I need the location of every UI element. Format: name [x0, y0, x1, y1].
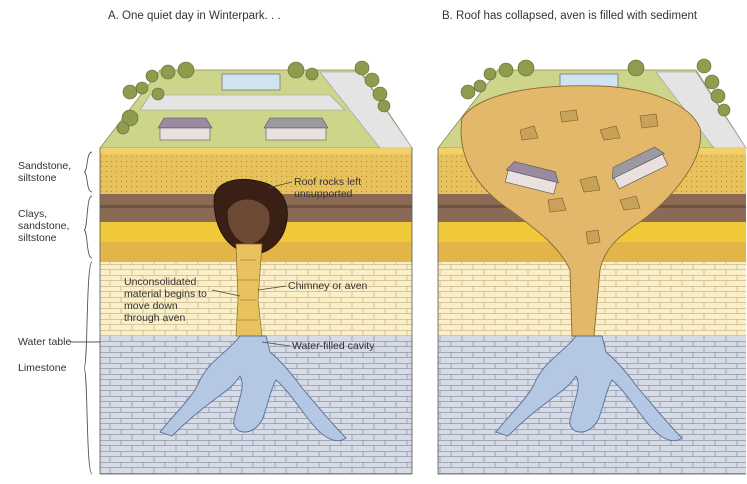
label-clays: Clays, sandstone, siltstone	[18, 208, 69, 244]
annotation-unconsolidated: Unconsolidated material begins to move d…	[124, 276, 207, 324]
panel-a-block	[100, 61, 412, 474]
label-water-table: Water table	[18, 336, 71, 348]
annotation-chimney: Chimney or aven	[288, 280, 367, 292]
house-icon	[264, 118, 328, 140]
house-icon	[158, 118, 212, 140]
label-limestone: Limestone	[18, 362, 66, 374]
panel-b-block	[438, 59, 746, 474]
annotation-water-cavity: Water-filled cavity	[292, 340, 374, 352]
pool-a	[222, 74, 280, 90]
layer-brackets	[70, 152, 100, 474]
annotation-roof-rocks: Roof rocks left unsupported	[294, 176, 361, 200]
street-a	[140, 95, 345, 110]
label-sandstone: Sandstone, siltstone	[18, 160, 71, 184]
